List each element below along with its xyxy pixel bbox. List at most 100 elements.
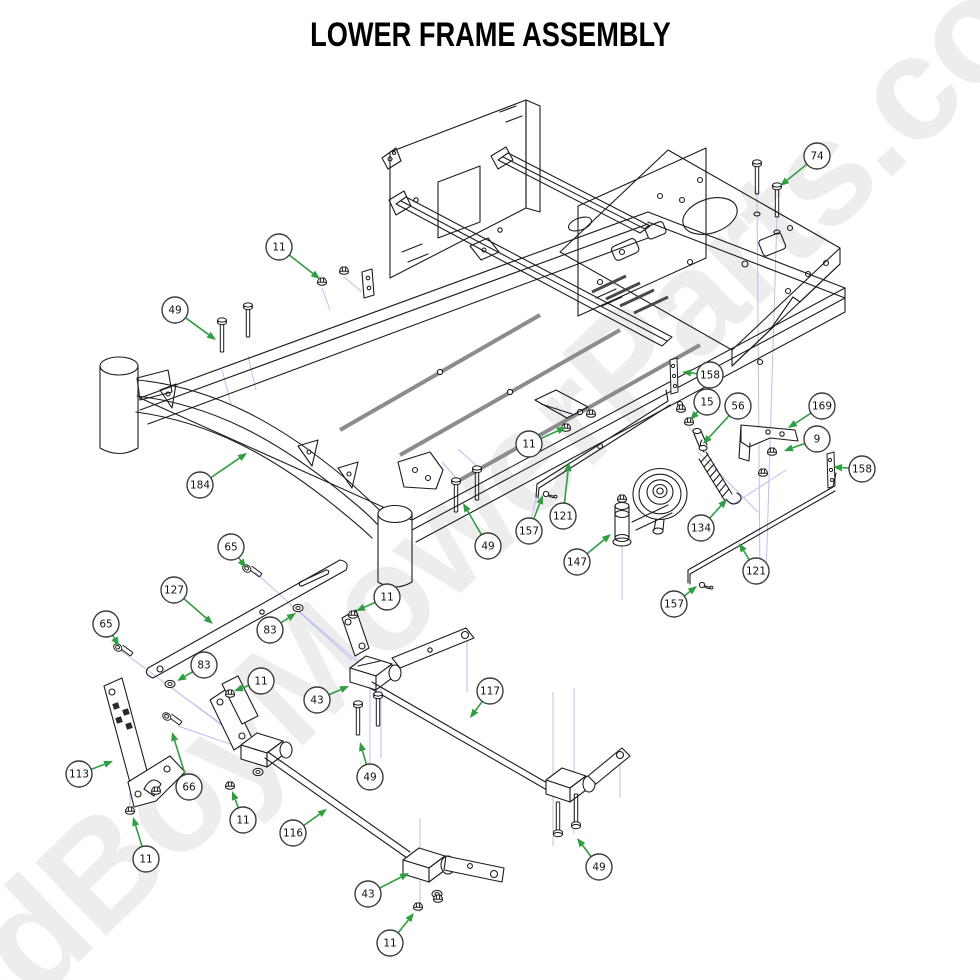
torsion-rod-116 — [264, 751, 411, 859]
callout-leader — [786, 163, 808, 181]
callout-leader — [184, 670, 194, 678]
callout-arrowhead — [203, 615, 213, 624]
callout-arrowhead — [310, 270, 320, 279]
callout-arrowhead — [564, 462, 572, 472]
callout-balloon-147[interactable]: 147 — [563, 548, 591, 576]
callout-balloon-15[interactable]: 15 — [693, 388, 721, 416]
callout-balloon-56[interactable]: 56 — [724, 392, 752, 420]
callout-balloon-74[interactable]: 74 — [803, 142, 831, 170]
callout-leader — [474, 700, 483, 712]
callout-arrowhead — [111, 636, 119, 646]
callout-balloon-49[interactable]: 49 — [161, 296, 189, 324]
callout-balloon-43[interactable]: 43 — [303, 686, 331, 714]
callout-arrowhead — [463, 503, 471, 513]
callout-balloon-9[interactable]: 9 — [803, 425, 831, 453]
rod-121-lower — [687, 472, 837, 590]
callout-label: 147 — [567, 557, 587, 569]
callout-leader — [466, 510, 483, 536]
callout-arrowhead — [788, 420, 798, 428]
callout-leader — [185, 317, 210, 336]
callout-balloon-117[interactable]: 117 — [476, 677, 504, 705]
callout-arrowhead — [317, 809, 327, 818]
callout-leader — [690, 372, 698, 375]
callout-balloon-121[interactable]: 121 — [742, 557, 770, 585]
callout-balloon-158[interactable]: 158 — [848, 455, 876, 483]
callout-balloon-134[interactable]: 134 — [687, 514, 715, 542]
callout-balloon-83[interactable]: 83 — [256, 616, 284, 644]
callout-balloon-116[interactable]: 116 — [279, 819, 307, 847]
callout-balloon-11[interactable]: 11 — [376, 929, 404, 957]
callout-label: 49 — [592, 862, 605, 874]
callout-arrowhead — [703, 434, 712, 444]
callout-label: 117 — [480, 686, 500, 698]
callout-arrowhead — [339, 686, 349, 693]
callout-label: 43 — [310, 695, 323, 707]
callout-leader — [303, 813, 321, 827]
callout-balloon-184[interactable]: 184 — [186, 471, 214, 499]
callout-label: 9 — [814, 434, 821, 446]
callout-arrowhead — [682, 369, 692, 377]
callout-label: 158 — [700, 370, 720, 382]
callout-balloon-11[interactable]: 11 — [229, 806, 257, 834]
callout-label: 66 — [182, 782, 196, 794]
callout-leader — [742, 550, 750, 561]
frame-nuts-11-top — [316, 266, 597, 432]
callout-balloon-169[interactable]: 169 — [808, 392, 836, 420]
callout-label: 43 — [361, 889, 374, 901]
callout-balloon-11[interactable]: 11 — [373, 583, 401, 611]
callout-label: 11 — [254, 676, 267, 688]
callout-arrowhead — [359, 742, 366, 752]
floor-pan — [139, 211, 846, 543]
callout-arrowhead — [536, 495, 544, 505]
callout-arrowhead — [286, 613, 296, 621]
callout-balloon-158[interactable]: 158 — [696, 361, 724, 389]
callout-label: 65 — [224, 542, 237, 554]
callout-balloon-65[interactable]: 65 — [92, 610, 120, 638]
callout-label: 116 — [283, 828, 303, 840]
callout-balloon-43[interactable]: 43 — [354, 880, 382, 908]
callout-leader — [795, 412, 812, 424]
lift-strap-127 — [145, 559, 348, 679]
callout-balloon-83[interactable]: 83 — [190, 651, 218, 679]
hanger-bracket-113 — [103, 677, 186, 808]
bellcrank-bottom-43 — [402, 847, 505, 911]
callout-balloon-11[interactable]: 11 — [515, 430, 543, 458]
callout-balloon-157[interactable]: 157 — [515, 517, 543, 545]
callout-balloon-65[interactable]: 65 — [217, 533, 245, 561]
callout-balloon-113[interactable]: 113 — [65, 760, 93, 788]
bellcrank-lower-right-43 — [545, 747, 631, 838]
callout-label: 74 — [810, 151, 824, 163]
callout-label: 157 — [664, 599, 684, 611]
callout-leader — [708, 415, 730, 438]
callout-balloon-11[interactable]: 11 — [265, 233, 293, 261]
callout-arrowhead — [780, 177, 790, 186]
callout-label: 83 — [197, 660, 210, 672]
callout-leader — [242, 684, 250, 689]
idler-pulley — [631, 467, 688, 535]
callout-balloon-49[interactable]: 49 — [585, 853, 613, 881]
callout-leader — [532, 503, 541, 520]
callout-balloon-11[interactable]: 11 — [132, 845, 160, 873]
callout-balloon-121[interactable]: 121 — [549, 502, 577, 530]
callout-balloon-49[interactable]: 49 — [356, 763, 384, 791]
engine-deck — [559, 149, 841, 367]
callout-balloon-49[interactable]: 49 — [474, 532, 502, 560]
callout-arrowhead — [405, 913, 414, 923]
callout-balloon-127[interactable]: 127 — [160, 576, 188, 604]
callout-label: 65 — [99, 619, 112, 631]
callout-leader — [792, 442, 806, 449]
callout-leader — [581, 844, 592, 858]
callout-balloon-157[interactable]: 157 — [660, 590, 688, 618]
tension-spring — [675, 404, 742, 505]
callout-arrowhead — [687, 586, 697, 595]
callout-leader — [280, 617, 289, 624]
callout-leader — [328, 688, 342, 696]
callout-balloon-66[interactable]: 66 — [175, 773, 203, 801]
idler-shaft — [612, 494, 632, 547]
callout-label: 11 — [522, 439, 535, 451]
callout-balloon-11[interactable]: 11 — [247, 667, 275, 695]
callout-label: 11 — [383, 938, 396, 950]
callout-leader — [90, 763, 105, 771]
